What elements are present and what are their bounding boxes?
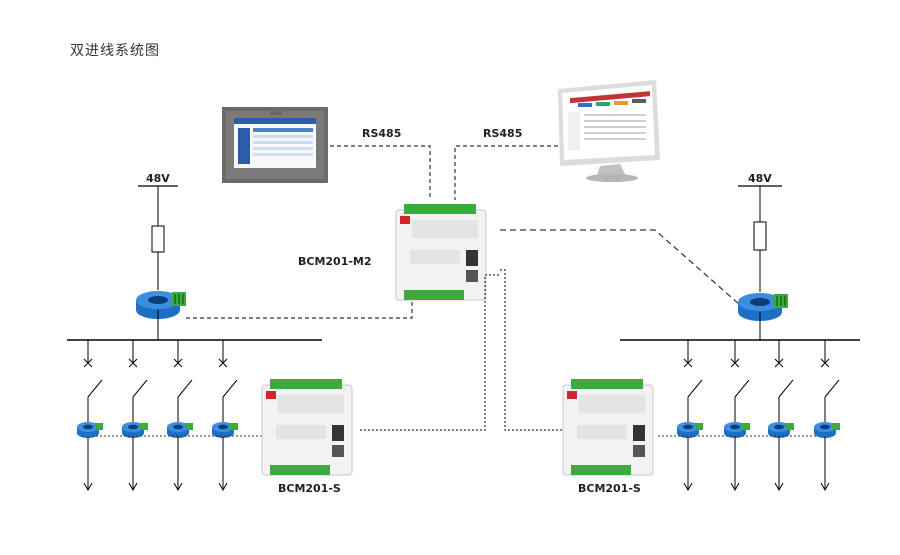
right-incoming-feed: 48V: [620, 172, 860, 341]
rs485-label-left: RS485: [362, 127, 401, 140]
voltage-label-left: 48V: [146, 172, 170, 185]
bcm201-s-module-left: [261, 378, 353, 476]
right-feeders: [658, 340, 840, 490]
left-incoming-feed: 48V: [67, 172, 322, 341]
hmi-touch-panel: SPERE: [222, 107, 328, 183]
diagram-title: 双进线系统图: [70, 43, 160, 59]
hmi-brand: SPERE: [270, 111, 283, 116]
bcm201-s-module-right: [562, 378, 654, 476]
master-label: BCM201-M2: [298, 255, 372, 268]
voltage-label-right: 48V: [748, 172, 772, 185]
slave-label-left: BCM201-S: [278, 482, 341, 495]
bcm201-m2-module: [395, 203, 487, 301]
left-feeders: [77, 340, 262, 490]
pc-monitor: [558, 80, 660, 182]
rs485-label-right: RS485: [483, 127, 522, 140]
slave-label-right: BCM201-S: [578, 482, 641, 495]
